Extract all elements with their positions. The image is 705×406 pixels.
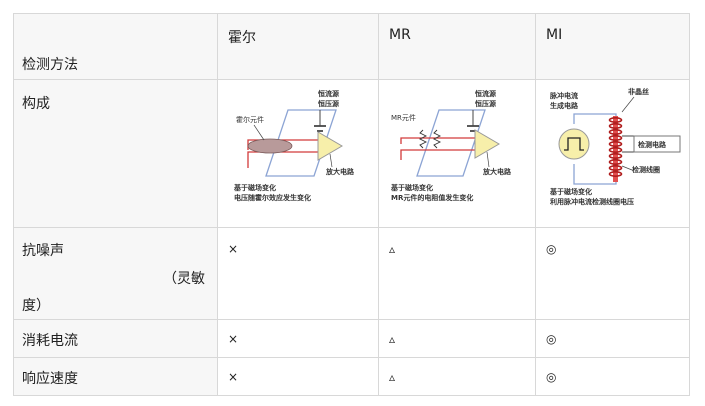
hall-amplifier-shape (317, 131, 343, 161)
power-mi-cell: ◎ (535, 319, 690, 358)
noise-label-line-3: 度） (22, 298, 50, 314)
mi-detect-label: 检测电路 (638, 140, 667, 149)
mi-diagram-cell: 脉冲电流 生成电路 非晶丝 检测电路 检测线圈 (535, 79, 690, 228)
power-label: 消耗电流 (22, 333, 78, 349)
header-row: 检测方法 霍尔 MR MI (13, 13, 690, 80)
col-title-hall: 霍尔 (228, 30, 256, 46)
mr-amp-label: 放大电路 (482, 167, 512, 176)
header-mr-cell: MR (378, 13, 536, 80)
mr-magnetic-plane (416, 109, 486, 177)
mr-caption-1: 基于磁场变化 (390, 183, 433, 192)
mr-amplifier-shape (474, 129, 500, 159)
speed-label: 响应速度 (22, 371, 78, 387)
power-row: 消耗电流 × ▵ ◎ (13, 319, 690, 358)
noise-mi-cell: ◎ (535, 227, 690, 320)
mi-caption-1: 基于磁场变化 (549, 187, 592, 196)
noise-mi-rating: ◎ (546, 242, 557, 256)
speed-mr-rating: ▵ (389, 370, 396, 384)
noise-mr-rating: ▵ (389, 242, 396, 256)
hall-caption-1: 基于磁场变化 (233, 183, 276, 192)
speed-mr-cell: ▵ (378, 357, 536, 396)
structure-row: 构成 恒流源 恒压源 霍尔元件 放大电路 基于磁场变化 电压随霍尔效应发生变化 (13, 79, 690, 228)
speed-mi-cell: ◎ (535, 357, 690, 396)
hall-source2-label: 恒压源 (317, 99, 339, 108)
mr-diagram-cell: 恒流源 恒压源 MR元件 放大电路 基于磁场变化 MR元件的电阻值发生变化 (378, 79, 536, 228)
hall-caption-2: 电压随霍尔效应发生变化 (234, 193, 311, 202)
noise-label-line-2: （灵敏 (163, 271, 205, 287)
structure-label-cell: 构成 (13, 79, 218, 228)
header-method-cell: 检测方法 (13, 13, 218, 80)
hall-amp-label: 放大电路 (325, 167, 355, 176)
mi-caption-2: 利用脉冲电流检测线圈电压 (550, 197, 634, 206)
mi-amorphous-wire (613, 116, 618, 182)
noise-hall-rating: × (228, 242, 239, 256)
noise-row: 抗噪声 （灵敏 度） × ▵ ◎ (13, 227, 690, 320)
hall-magnetic-plane (265, 109, 337, 177)
speed-label-cell: 响应速度 (13, 357, 218, 396)
mi-diagram: 脉冲电流 生成电路 非晶丝 检测电路 检测线圈 (549, 87, 681, 206)
header-mi-cell: MI (535, 13, 690, 80)
mr-diagram: 恒流源 恒压源 MR元件 放大电路 基于磁场变化 MR元件的电阻值发生变化 (390, 89, 512, 202)
noise-label-line-1: 抗噪声 (22, 243, 64, 259)
power-hall-cell: × (217, 319, 379, 358)
mr-resistor-a (418, 129, 428, 149)
header-hall-cell: 霍尔 (217, 13, 379, 80)
speed-hall-rating: × (228, 370, 239, 384)
mi-pulse-label-1: 脉冲电流 (549, 91, 578, 100)
structure-label: 构成 (22, 96, 50, 112)
mr-resistor-b (432, 129, 442, 149)
speed-row: 响应速度 × ▵ ◎ (13, 357, 690, 396)
hall-diagram: 恒流源 恒压源 霍尔元件 放大电路 基于磁场变化 电压随霍尔效应发生变化 (233, 89, 355, 202)
mr-caption-2: MR元件的电阻值发生变化 (391, 193, 473, 202)
noise-label-cell: 抗噪声 （灵敏 度） (13, 227, 218, 320)
noise-hall-cell: × (217, 227, 379, 320)
col-title-mr: MR (389, 27, 411, 43)
power-label-cell: 消耗电流 (13, 319, 218, 358)
mi-pulse-label-2: 生成电路 (550, 101, 579, 110)
mr-source2-label: 恒压源 (474, 99, 496, 108)
mi-pulse-wave-icon (564, 137, 584, 151)
power-mr-cell: ▵ (378, 319, 536, 358)
mi-detect-circuit-box (633, 135, 681, 153)
hall-source-label: 恒流源 (317, 89, 339, 98)
mi-detection-coil (608, 116, 623, 178)
method-label: 检测方法 (22, 57, 78, 73)
comparison-table: 检测方法 霍尔 MR MI 构成 恒流源 恒压源 (13, 13, 690, 396)
power-hall-rating: × (228, 332, 239, 346)
noise-mr-cell: ▵ (378, 227, 536, 320)
hall-element-shape (247, 138, 293, 154)
mr-source-label: 恒流源 (474, 89, 496, 98)
speed-mi-rating: ◎ (546, 370, 557, 384)
mi-pulse-generator-shape (558, 128, 590, 160)
power-mi-rating: ◎ (546, 332, 557, 346)
hall-element-label: 霍尔元件 (236, 115, 264, 124)
hall-diagram-cell: 恒流源 恒压源 霍尔元件 放大电路 基于磁场变化 电压随霍尔效应发生变化 (217, 79, 379, 228)
power-mr-rating: ▵ (389, 332, 396, 346)
mr-element-label: MR元件 (391, 113, 416, 122)
col-title-mi: MI (546, 27, 563, 43)
noise-label: 抗噪声 （灵敏 度） (14, 228, 217, 314)
mi-wire-label: 非晶丝 (628, 87, 649, 96)
speed-hall-cell: × (217, 357, 379, 396)
mi-coil-label: 检测线圈 (632, 165, 660, 174)
